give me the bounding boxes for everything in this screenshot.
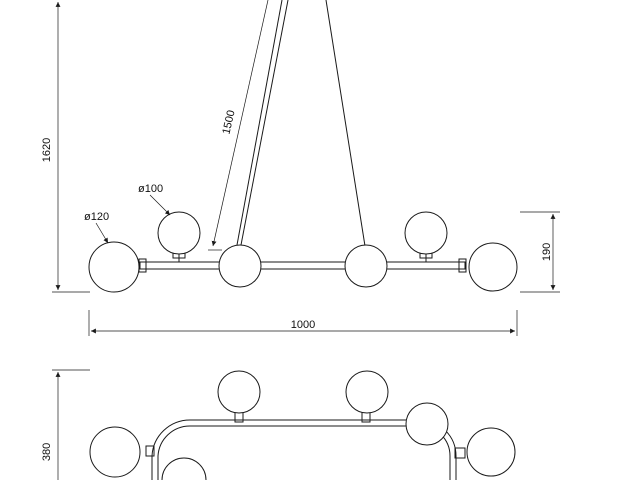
globe-large-left [88,241,140,293]
top-globe-large-left [89,426,141,478]
globe-small-right [404,211,448,255]
globe-center-right [344,244,388,288]
top-stem-end-right [454,447,466,459]
suspension-cable-left [240,0,289,246]
globe-large-right [468,242,518,292]
label-width: 1000 [291,319,315,331]
dim-width: 1000 [88,310,518,336]
label-fixture-height: 190 [541,243,553,261]
suspension-cable-left-2 [236,0,283,246]
top-stem-end-left [145,445,155,457]
dim-globe-small: ø100 [138,183,171,216]
globe-small-left [157,211,201,255]
label-cable-length: 1500 [220,109,237,136]
fixture-bar [139,261,466,270]
dim-depth: 380 [41,369,90,480]
label-total-height: 1620 [41,138,53,162]
top-globe-back-right [345,370,389,414]
dim-globe-large: ø120 [84,211,109,244]
top-view [89,370,516,480]
dim-fixture-height: 190 [520,211,560,293]
suspension-cable-right [325,0,366,247]
label-globe-large: ø120 [84,211,109,223]
label-globe-small: ø100 [138,183,163,195]
top-globe-large-right [466,427,516,477]
front-view [88,0,518,293]
globe-center-left [218,244,262,288]
bar-end-cap-right [458,258,467,273]
top-globe-back-left [217,370,261,414]
dim-cable-length: 1500 [208,0,269,251]
dim-total-height: 1620 [41,2,90,293]
top-globe-front-left [161,457,207,480]
top-globe-side-right [405,402,449,446]
label-depth: 380 [41,443,53,461]
